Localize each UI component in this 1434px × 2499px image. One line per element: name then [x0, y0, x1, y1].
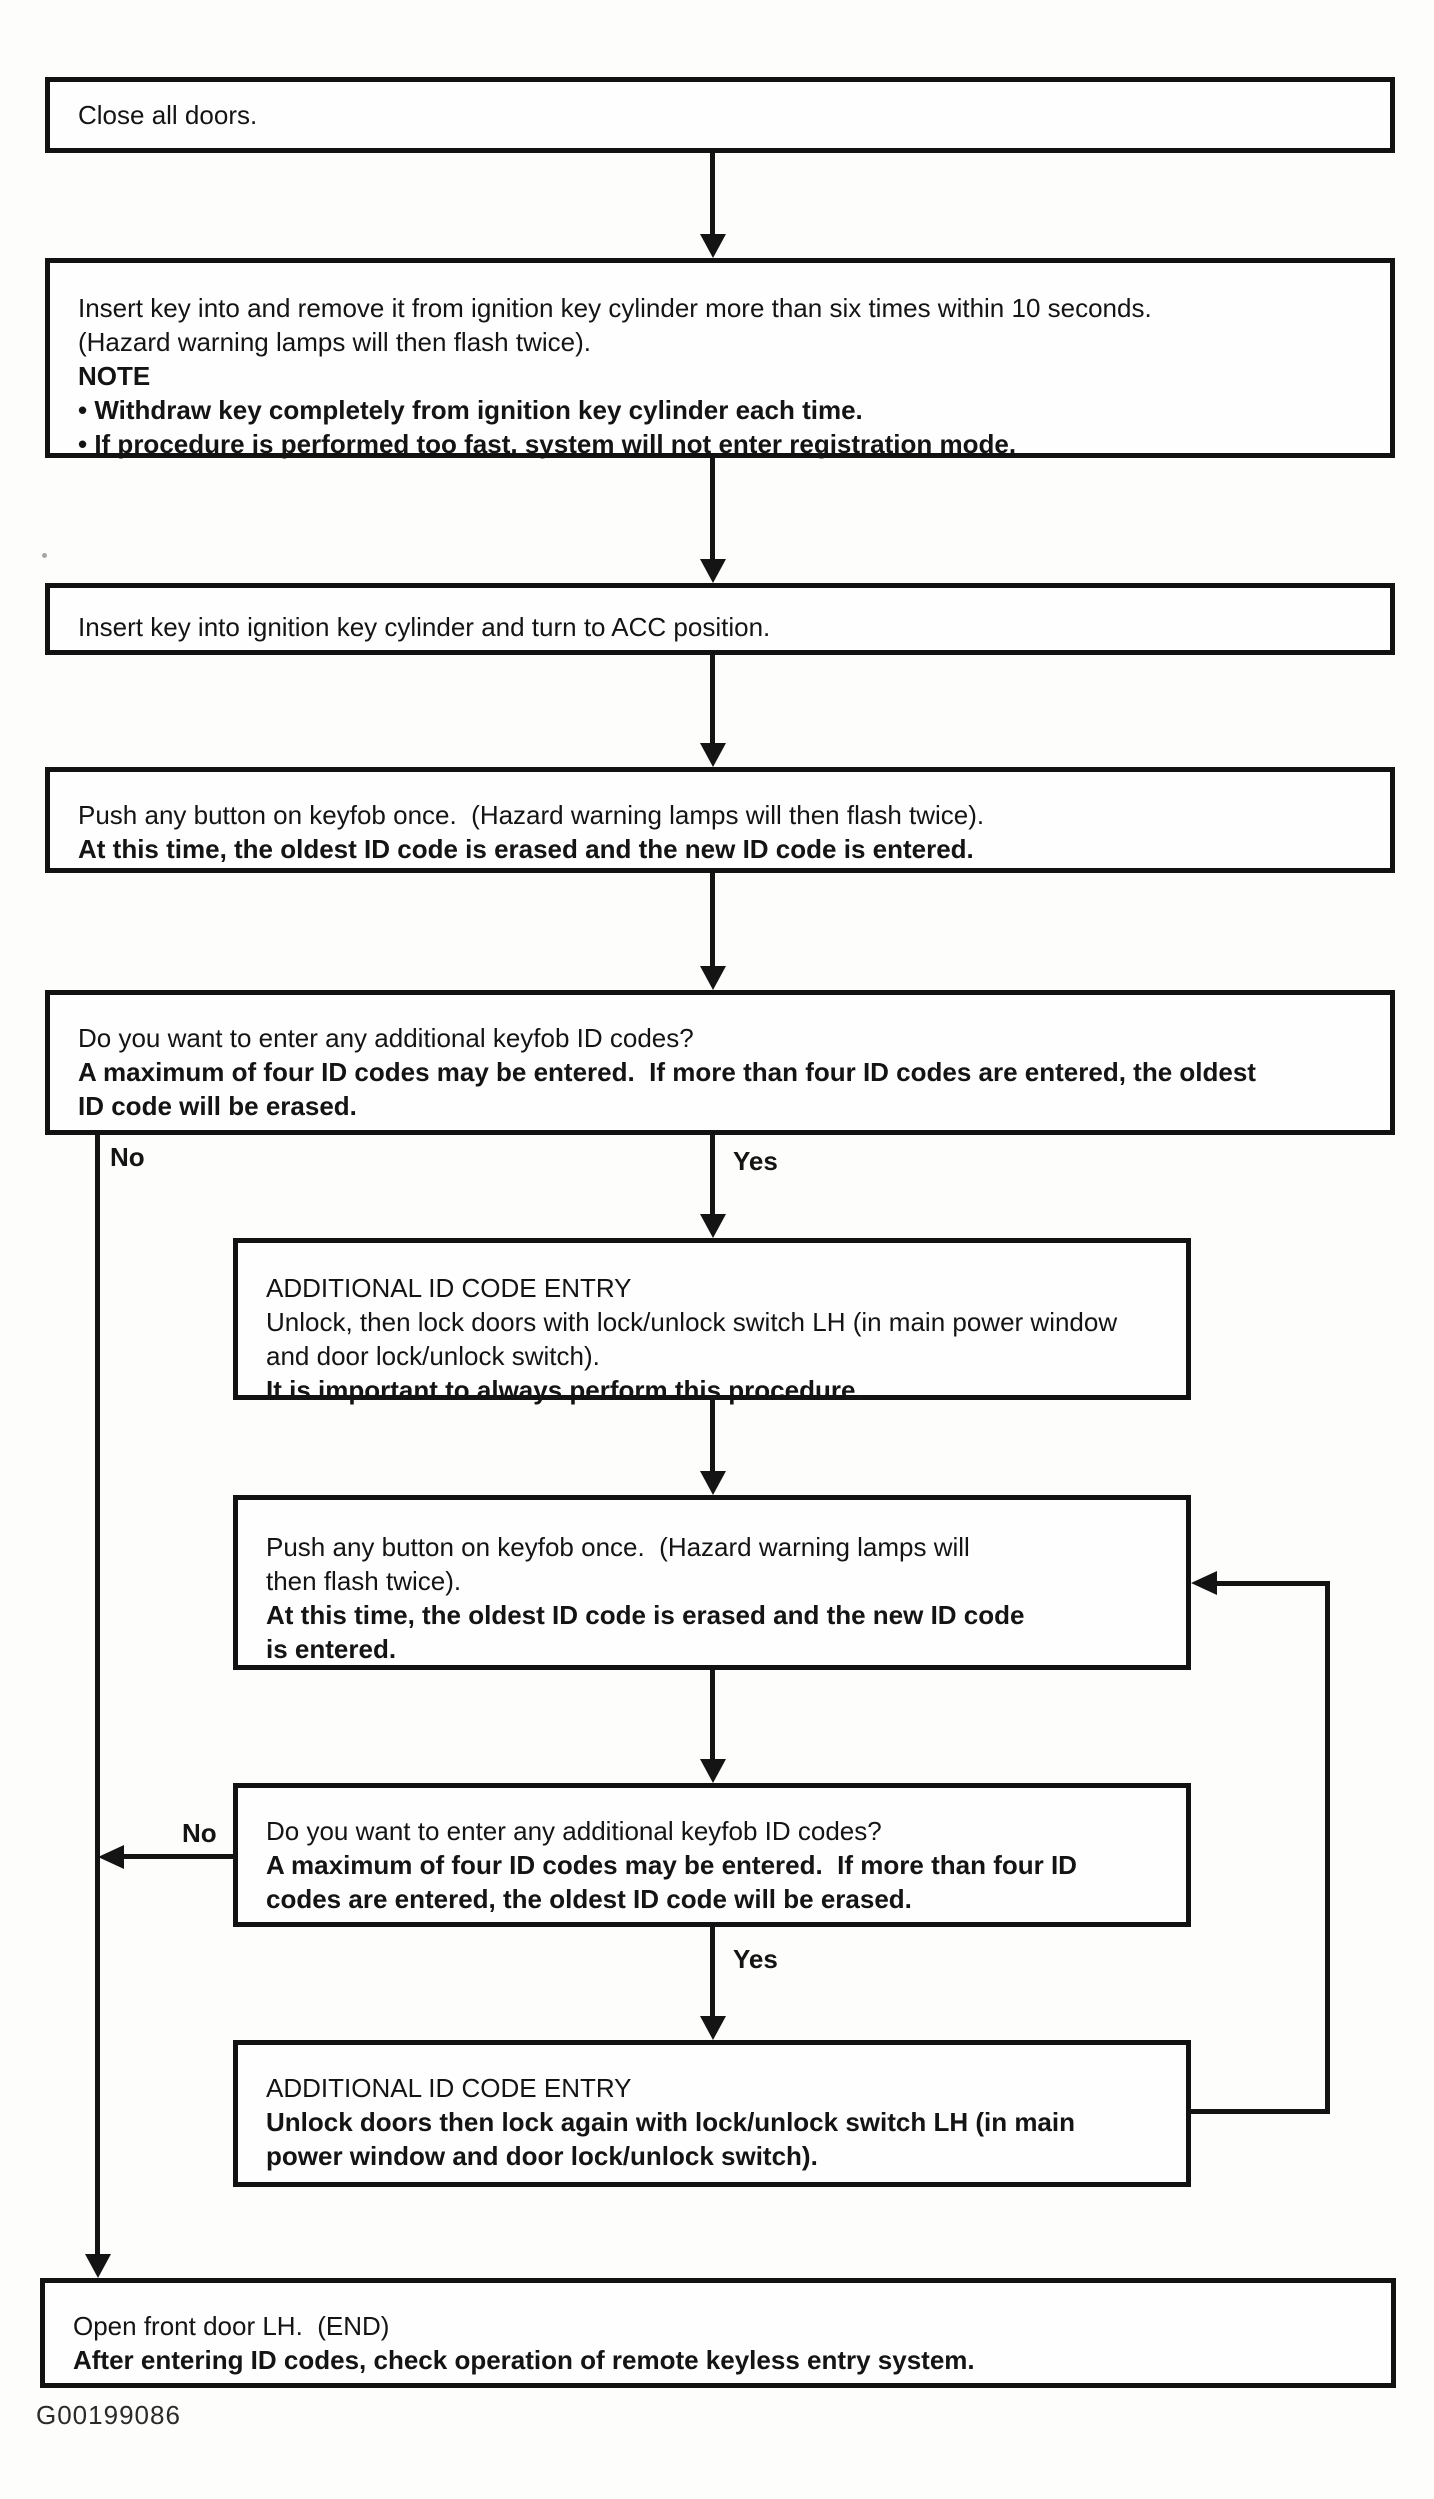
box-text-line: It is important to always perform this p…	[266, 1375, 863, 1405]
box-text-line: ID code will be erased.	[78, 1091, 357, 1121]
arrowhead-down-icon	[700, 234, 726, 258]
connector-line	[710, 873, 715, 967]
box-text-line: A maximum of four ID codes may be entere…	[266, 1850, 1077, 1880]
connector-line-loop-bottom	[1191, 2109, 1330, 2114]
connector-line	[120, 1854, 238, 1859]
box-text-line: A maximum of four ID codes may be entere…	[78, 1057, 1256, 1087]
box-text-line: After entering ID codes, check operation…	[73, 2345, 975, 2375]
box-text-line: Insert key into and remove it from ignit…	[78, 293, 1152, 323]
box-text-line: Unlock, then lock doors with lock/unlock…	[266, 1307, 1118, 1337]
arrowhead-down-icon	[700, 559, 726, 583]
box-text-line: Push any button on keyfob once. (Hazard …	[266, 1532, 970, 1562]
connector-line-loop-top	[1212, 1581, 1327, 1586]
box-text-line: Push any button on keyfob once. (Hazard …	[78, 800, 985, 830]
box-text-line: Close all doors.	[78, 100, 258, 130]
box-text-line: codes are entered, the oldest ID code wi…	[266, 1884, 912, 1914]
flow-box-additional-entry-first: ADDITIONAL ID CODE ENTRY Unlock, then lo…	[233, 1238, 1191, 1405]
branch-label-no: No	[110, 1142, 145, 1172]
box-text-line: • Withdraw key completely from ignition …	[78, 395, 863, 425]
branch-label-yes: Yes	[733, 1944, 778, 1974]
connector-line	[710, 1400, 715, 1473]
flow-box-push-button-second: Push any button on keyfob once. (Hazard …	[233, 1495, 1191, 1670]
figure-code: G00199086	[36, 2400, 181, 2430]
arrowhead-down-icon	[700, 2016, 726, 2040]
box-text-line: ADDITIONAL ID CODE ENTRY	[266, 2073, 632, 2103]
connector-line-no-branch	[95, 1135, 100, 2256]
box-text-line: Do you want to enter any additional keyf…	[266, 1816, 882, 1846]
connector-line	[710, 1670, 715, 1761]
box-text-line: Do you want to enter any additional keyf…	[78, 1023, 694, 1053]
connector-line	[710, 1135, 715, 1216]
branch-label-yes: Yes	[733, 1146, 778, 1176]
flow-box-open-door-end: Open front door LH. (END) After entering…	[40, 2278, 1396, 2388]
box-text-line: At this time, the oldest ID code is eras…	[266, 1600, 1025, 1630]
box-text-line: Open front door LH. (END)	[73, 2311, 390, 2341]
box-text-line: • If procedure is performed too fast, sy…	[78, 429, 1017, 459]
arrowhead-down-icon	[700, 1471, 726, 1495]
branch-label-no: No	[182, 1818, 217, 1848]
box-text-line: NOTE	[78, 361, 151, 391]
connector-line-loop-vertical	[1325, 1581, 1330, 2114]
box-text-line: Unlock doors then lock again with lock/u…	[266, 2107, 1075, 2137]
scan-artifact-dot	[42, 553, 47, 558]
box-text-line: and door lock/unlock switch).	[266, 1341, 600, 1371]
flow-box-push-button-first: Push any button on keyfob once. (Hazard …	[45, 767, 1395, 873]
flow-box-additional-entry-second: ADDITIONAL ID CODE ENTRY Unlock doors th…	[233, 2040, 1191, 2187]
arrowhead-down-icon	[700, 1759, 726, 1783]
connector-line	[710, 458, 715, 560]
arrowhead-left-icon	[98, 1845, 124, 1869]
flow-box-additional-codes-question-second: Do you want to enter any additional keyf…	[233, 1783, 1191, 1927]
connector-line	[710, 1927, 715, 2018]
arrowhead-down-icon	[700, 966, 726, 990]
box-text-line: power window and door lock/unlock switch…	[266, 2141, 818, 2171]
flow-box-turn-to-acc: Insert key into ignition key cylinder an…	[45, 583, 1395, 655]
arrowhead-left-icon	[1191, 1571, 1217, 1595]
box-text-line: is entered.	[266, 1634, 397, 1664]
box-text-line: Insert key into ignition key cylinder an…	[78, 612, 771, 642]
arrowhead-down-icon	[85, 2254, 111, 2278]
flow-box-close-doors: Close all doors.	[45, 77, 1395, 153]
flow-box-insert-remove-key: Insert key into and remove it from ignit…	[45, 258, 1395, 459]
box-text-line: At this time, the oldest ID code is eras…	[78, 834, 974, 864]
box-text-line: (Hazard warning lamps will then flash tw…	[78, 327, 591, 357]
box-text-line: ADDITIONAL ID CODE ENTRY	[266, 1273, 632, 1303]
connector-line	[710, 153, 715, 236]
connector-line	[710, 655, 715, 744]
flow-box-additional-codes-question-first: Do you want to enter any additional keyf…	[45, 990, 1395, 1135]
arrowhead-down-icon	[700, 1214, 726, 1238]
box-text-line: then flash twice).	[266, 1566, 462, 1596]
arrowhead-down-icon	[700, 743, 726, 767]
